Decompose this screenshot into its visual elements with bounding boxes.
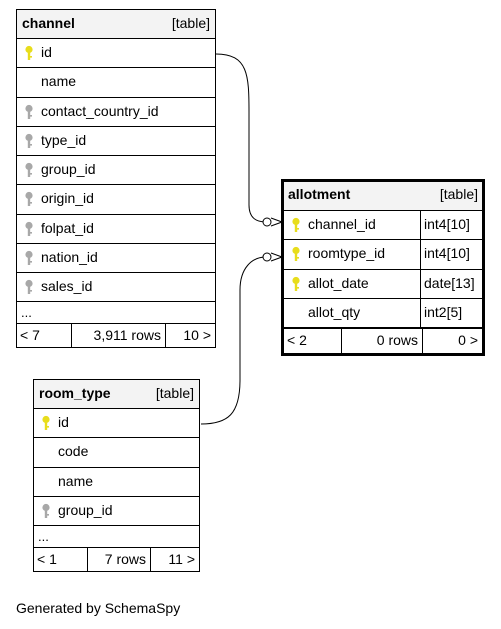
column-name: allot_qty — [308, 303, 361, 320]
primary-key-icon — [291, 276, 301, 292]
primary-key-icon — [24, 45, 34, 61]
column-type: int4[10] — [420, 240, 482, 269]
table-rows: id code name group_id — [34, 409, 199, 526]
table-header: allotment [table] — [284, 182, 482, 211]
children-count: 11 > — [168, 551, 195, 567]
edge-zero-marker — [262, 217, 272, 227]
column-row[interactable]: group_id — [17, 156, 215, 186]
edge-roomtype-to-allotment — [200, 256, 267, 425]
table-footer: < 2 0 rows 0 > — [284, 328, 482, 353]
table-type: [table] — [439, 186, 478, 202]
table-type: [table] — [155, 385, 194, 401]
column-type: int4[10] — [420, 211, 482, 240]
foreign-key-icon — [24, 279, 34, 295]
column-name: nation_id — [41, 248, 98, 265]
table-header: channel [table] — [17, 10, 215, 39]
column-name: group_id — [58, 501, 113, 518]
column-row[interactable]: channel_id int4[10] — [284, 211, 482, 241]
foreign-key-icon — [24, 104, 34, 120]
column-name: group_id — [41, 161, 96, 177]
more-columns: ... — [34, 526, 199, 548]
column-row[interactable]: sales_id — [17, 273, 215, 303]
column-name: allot_date — [308, 274, 369, 291]
row-count: 0 rows — [342, 329, 423, 353]
column-row[interactable]: nation_id — [17, 244, 215, 273]
column-row[interactable]: id — [34, 409, 199, 439]
foreign-key-icon — [41, 503, 51, 519]
foreign-key-icon — [24, 221, 34, 237]
column-name: origin_id — [41, 190, 94, 207]
primary-key-icon — [291, 217, 301, 233]
table-type: [table] — [171, 15, 210, 31]
column-name: code — [58, 443, 89, 460]
column-row[interactable]: group_id — [34, 497, 199, 526]
foreign-key-icon — [24, 250, 34, 266]
column-row[interactable]: name — [34, 468, 199, 497]
table-footer: < 7 3,911 rows 10 > — [17, 324, 215, 348]
foreign-key-icon — [24, 133, 34, 149]
column-row[interactable]: name — [17, 68, 215, 98]
parents-count[interactable]: < 7 — [17, 324, 72, 348]
primary-key-icon — [41, 415, 51, 431]
edge-channel-to-allotment — [215, 53, 267, 223]
table-name: room_type — [39, 385, 111, 401]
column-name: id — [58, 414, 69, 430]
foreign-key-icon — [24, 162, 34, 178]
column-row[interactable]: allot_qty int2[5] — [284, 298, 482, 328]
column-name: roomtype_id — [308, 245, 386, 262]
column-name: folpat_id — [41, 219, 94, 236]
table-name: channel — [22, 15, 75, 31]
edge-many-marker — [270, 252, 283, 262]
column-row[interactable]: code — [34, 438, 199, 468]
children-count[interactable]: 0 > — [458, 332, 478, 348]
parents-count[interactable]: < 2 — [284, 329, 342, 353]
primary-key-icon — [291, 246, 301, 262]
column-name: sales_id — [41, 278, 93, 294]
column-name: type_id — [41, 131, 87, 148]
table-header: room_type [table] — [34, 380, 199, 409]
column-row[interactable]: type_id — [17, 127, 215, 156]
table-room-type[interactable]: room_type [table] id code name group_id ...… — [33, 379, 200, 572]
column-row[interactable]: contact_country_id — [17, 98, 215, 127]
column-row[interactable]: origin_id — [17, 185, 215, 215]
table-footer: < 1 7 rows 11 > — [34, 548, 199, 571]
more-columns: ... — [17, 302, 215, 325]
row-count: 3,911 rows — [72, 324, 166, 348]
generated-by-text: Generated by SchemaSpy — [16, 600, 181, 616]
column-name: contact_country_id — [41, 102, 159, 119]
column-name: name — [58, 472, 94, 489]
column-row[interactable]: id — [17, 39, 215, 69]
column-name: channel_id — [308, 216, 376, 232]
column-name: name — [41, 73, 77, 90]
table-name: allotment — [288, 186, 351, 202]
foreign-key-icon — [24, 191, 34, 207]
column-type: int2[5] — [420, 298, 482, 327]
column-name: id — [41, 44, 52, 60]
column-row[interactable]: roomtype_id int4[10] — [284, 240, 482, 270]
edge-many-marker — [270, 217, 283, 227]
children-count[interactable]: 10 > — [183, 327, 211, 344]
row-count: 7 rows — [88, 548, 151, 571]
edge-zero-marker — [262, 252, 272, 262]
parents-count[interactable]: < 1 — [34, 548, 88, 571]
column-type: date[13] — [420, 269, 482, 298]
table-channel[interactable]: channel [table] id name contact_country_id… — [16, 9, 216, 349]
column-row[interactable]: folpat_id — [17, 215, 215, 244]
column-row[interactable]: allot_date date[13] — [284, 269, 482, 299]
